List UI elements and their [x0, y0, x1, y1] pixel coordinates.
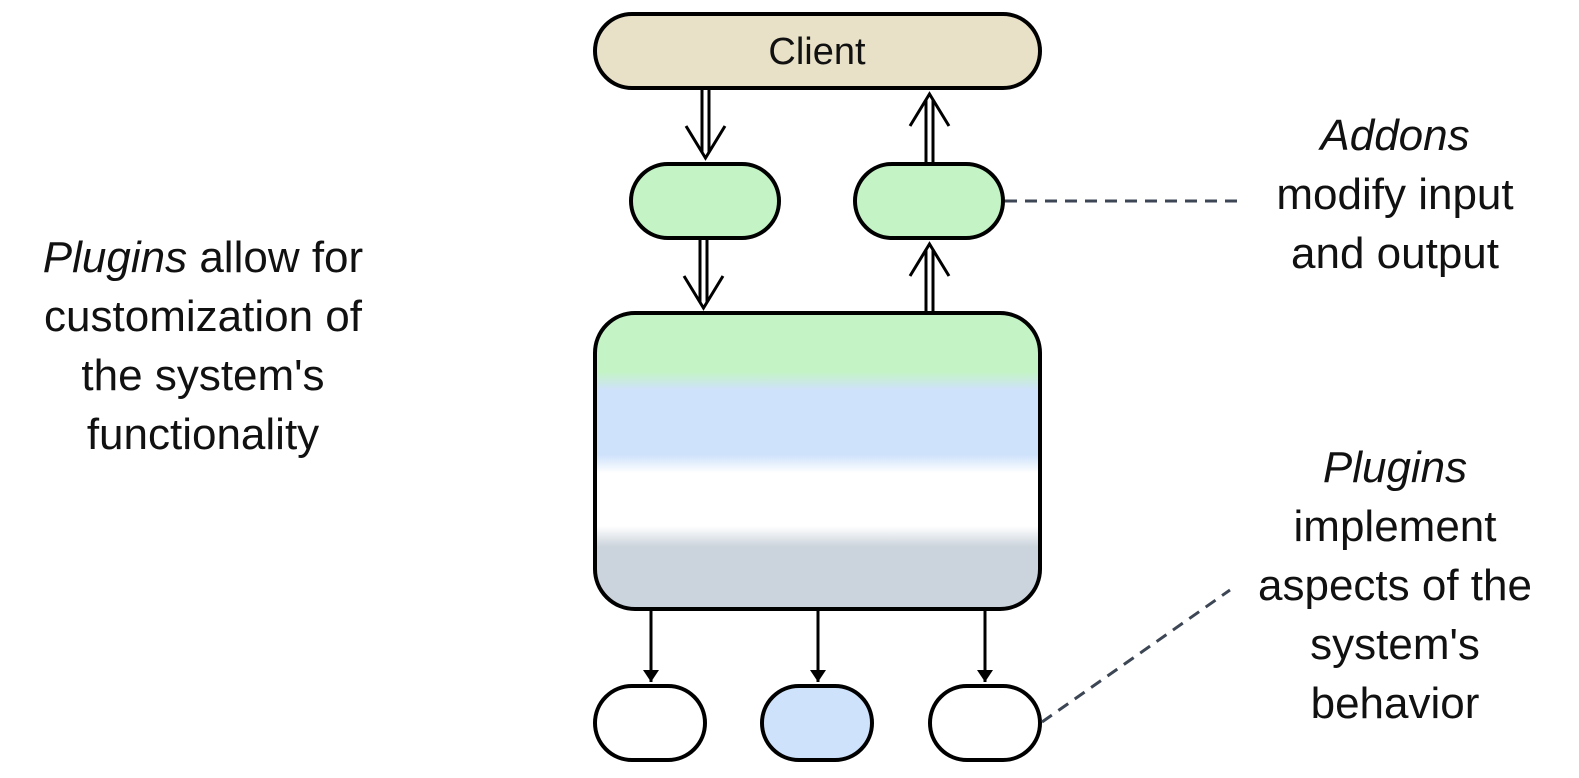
svg-text:Plugins allow for: Plugins allow for [43, 233, 363, 282]
plugins-right-title: Plugins [1323, 443, 1467, 492]
core-system-node [593, 311, 1042, 611]
arrow-core-to-addon-output [908, 241, 951, 311]
arrow-addon-output-to-client [908, 91, 951, 162]
plugins-right-line4: system's [1310, 620, 1480, 669]
addons-line3: and output [1291, 229, 1499, 278]
arrow-addon-input-to-core [682, 240, 725, 311]
client-label: Client [768, 31, 866, 73]
plugins-right-line3: aspects of the [1258, 561, 1532, 610]
addons-title: Addons [1317, 111, 1469, 160]
left-annotation-line1-rest: allow for [187, 233, 363, 282]
left-plugins-annotation: Plugins allow for customization of the s… [43, 233, 363, 459]
addon-output-node [853, 162, 1005, 240]
plugins-right-line5: behavior [1311, 679, 1480, 728]
plugin-node-middle [760, 684, 874, 762]
plugins-right-line2: implement [1294, 502, 1497, 551]
arrow-client-to-addon-input [684, 90, 727, 161]
plugin-node-left [593, 684, 707, 762]
plugins-dashed-connector [1041, 588, 1231, 724]
addons-line2: modify input [1276, 170, 1513, 219]
left-annotation-line4: functionality [87, 410, 319, 459]
addons-annotation: Addons modify input and output [1276, 111, 1513, 278]
plugins-right-annotation: Plugins implement aspects of the system'… [1258, 443, 1532, 728]
left-annotation-line2: customization of [44, 292, 363, 341]
client-node [593, 12, 1042, 90]
left-annotation-plugins-word: Plugins [43, 233, 187, 282]
addon-input-node [629, 162, 781, 240]
left-annotation-line3: the system's [81, 351, 324, 400]
plugin-node-right [928, 684, 1042, 762]
